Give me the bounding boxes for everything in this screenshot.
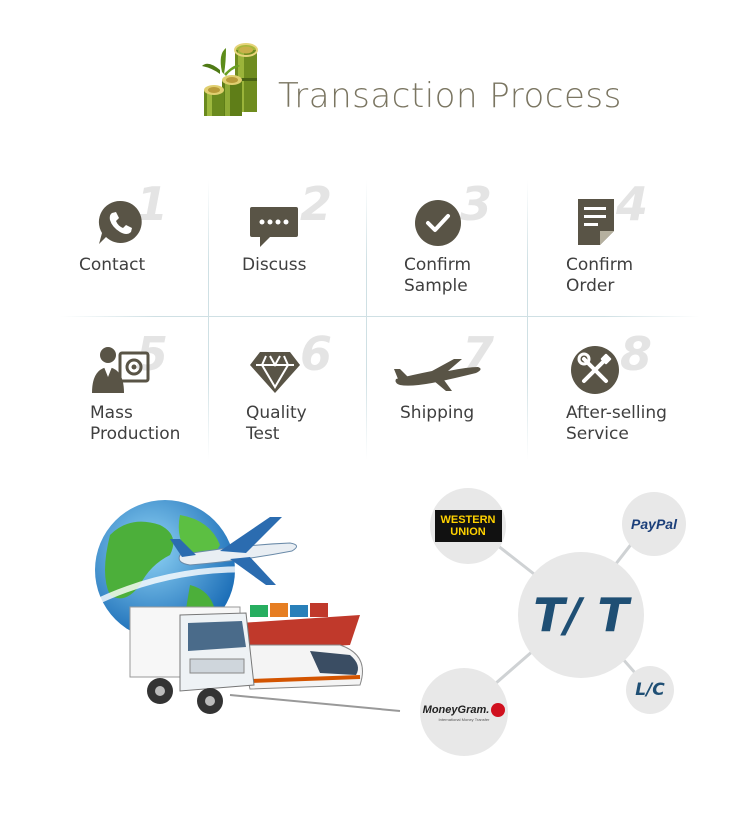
western-union-circle: WESTERN UNION — [430, 488, 506, 564]
step-number: 2 — [300, 177, 333, 231]
tools-icon — [571, 346, 619, 394]
paypal-logo: PayPal — [631, 516, 677, 532]
truck-image — [129, 606, 255, 714]
logistics-illustration — [88, 500, 401, 714]
worker-gear-icon — [92, 347, 150, 393]
divider — [527, 180, 528, 460]
western-union-logo: WESTERN UNION — [434, 510, 502, 542]
step-number: 6 — [300, 327, 333, 381]
header: Transaction Process — [0, 40, 750, 120]
tt-label: T/ T — [533, 588, 629, 642]
step-shipping: 7 Shipping — [390, 325, 540, 465]
train-image — [229, 644, 401, 712]
moneygram-logo: MoneyGram. — [422, 703, 490, 716]
step-label: Shipping — [400, 403, 475, 423]
step-label: Discuss — [242, 255, 307, 275]
chat-bubble-icon — [250, 207, 298, 247]
step-confirm-sample: 3 Confirm Sample — [390, 175, 540, 315]
moneygram-icon — [491, 702, 506, 717]
step-label: Contact — [79, 255, 146, 275]
airplane-image — [170, 517, 297, 585]
step-label: Confirm Sample — [404, 255, 472, 296]
step-confirm-order: 4 Confirm Order — [550, 175, 700, 315]
document-icon — [578, 199, 614, 245]
step-number: 8 — [620, 327, 653, 381]
lc-label: L/C — [635, 680, 665, 700]
step-label: After-selling Service — [566, 403, 667, 444]
moneygram-circle: MoneyGram. International Money Transfer — [420, 668, 508, 756]
check-circle-icon — [415, 200, 461, 246]
step-contact: 1 Contact — [70, 175, 220, 315]
transaction-steps: 1 Contact 2 Discuss 3 Confirm Sample 4 — [60, 170, 700, 470]
western-union-line2: UNION — [450, 526, 486, 538]
ship-image — [240, 603, 360, 651]
step-number: 4 — [616, 177, 649, 231]
divider — [366, 180, 367, 460]
divider — [60, 316, 700, 317]
step-number: 3 — [460, 177, 493, 231]
bamboo-logo — [202, 43, 258, 116]
step-mass-production: 5 Mass Production — [70, 325, 220, 465]
step-label: Confirm Order — [566, 255, 634, 296]
step-discuss: 2 Discuss — [232, 175, 382, 315]
step-label: Quality Test — [246, 403, 307, 444]
page-title: Transaction Process — [278, 76, 622, 116]
step-label: Mass Production — [90, 403, 181, 444]
western-union-line1: WESTERN — [440, 514, 496, 526]
paypal-circle: PayPal — [622, 492, 686, 556]
divider — [208, 180, 209, 460]
tt-circle: T/ T — [518, 552, 644, 678]
diamond-icon — [250, 352, 300, 393]
phone-chat-icon — [98, 200, 142, 244]
lc-circle: L/C — [626, 666, 674, 714]
step-quality-test: 6 Quality Test — [232, 325, 382, 465]
payment-methods: T/ T WESTERN UNION PayPal MoneyGram. Int… — [410, 480, 710, 780]
step-after-selling-service: 8 After-selling Service — [550, 325, 700, 465]
airplane-icon — [394, 359, 481, 391]
moneygram-subtitle: International Money Transfer — [438, 716, 490, 722]
